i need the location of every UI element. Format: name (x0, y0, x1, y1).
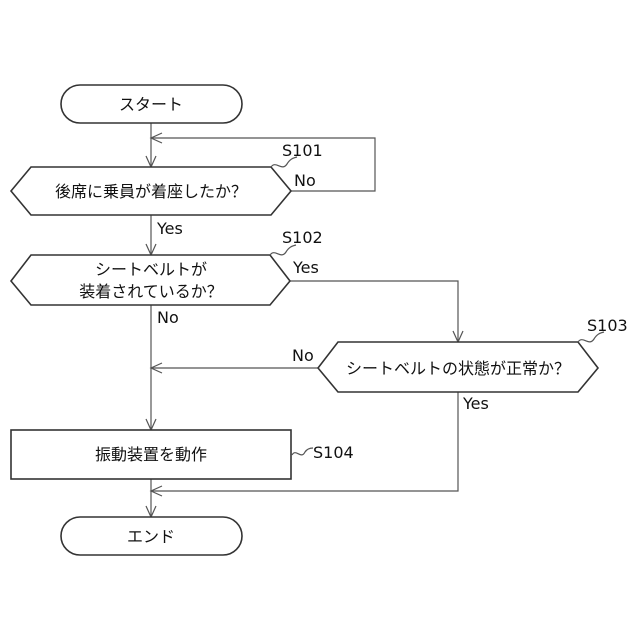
branch-q1-no: No (294, 171, 316, 190)
decision-q2-label-line2: 装着されているか？ (79, 282, 223, 301)
end-label: エンド (127, 527, 175, 546)
branch-q2-yes: Yes (292, 258, 319, 277)
start-label: スタート (119, 95, 183, 114)
decision-q2-label-line1: シートベルトが (95, 260, 207, 279)
decision-q1-label: 後席に乗員が着座したか？ (55, 182, 247, 201)
step-s102: S102 (282, 228, 323, 247)
branch-q2-no: No (157, 308, 179, 327)
decision-q3-label: シートベルトの状態が正常か？ (346, 359, 570, 378)
branch-q3-yes: Yes (462, 394, 489, 413)
branch-q1-yes: Yes (156, 219, 183, 238)
step-s103: S103 (587, 316, 628, 335)
process-action-label: 振動装置を動作 (95, 445, 207, 464)
step-labels: S101 S102 S103 S104 (270, 141, 628, 462)
step-s104: S104 (313, 443, 354, 462)
leader-s104 (292, 448, 313, 455)
branch-q3-no: No (292, 346, 314, 365)
connector-q2-yes (290, 281, 458, 342)
step-s101: S101 (282, 141, 323, 160)
